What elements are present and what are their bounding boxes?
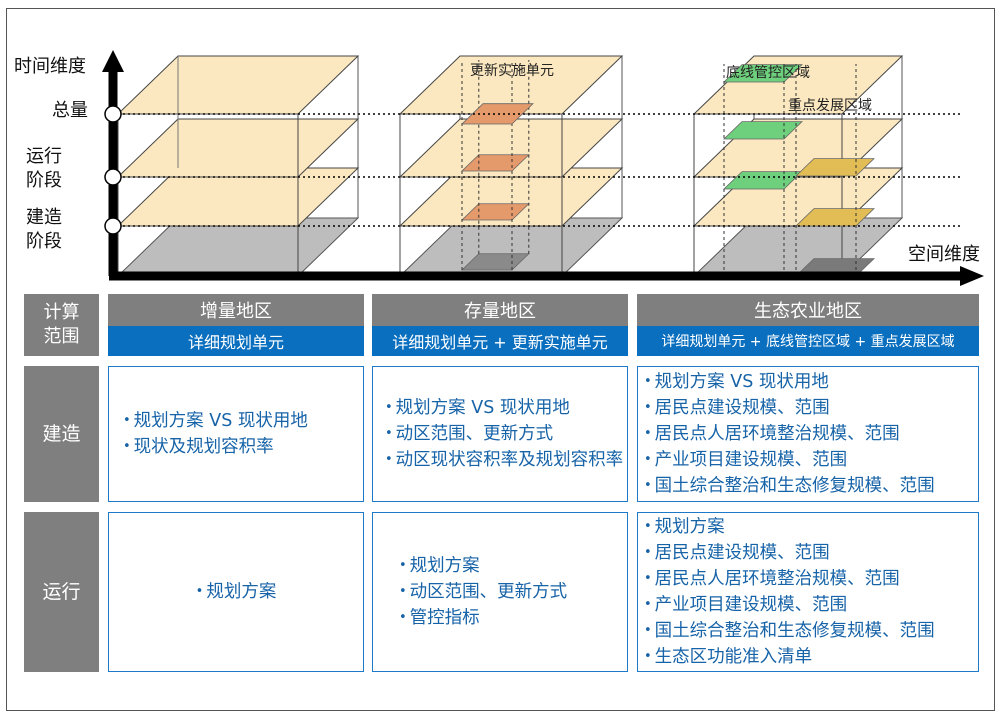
list-item: •规划方案 (399, 556, 480, 576)
cell-construction-incremental: •规划方案 VS 现状用地 •现状及规划容积率 (108, 366, 364, 502)
row-label-construction: 建造 (24, 366, 99, 502)
list-item: •居民点建设规模、范围 (644, 398, 830, 418)
list-item: •规划方案 (644, 517, 725, 537)
list-item: •规划方案 VS 现状用地 (123, 411, 308, 431)
cell-operation-stock: •规划方案 •动区范围、更新方式 •管控指标 (372, 512, 628, 672)
list-item: •居民点人居环境整治规模、范围 (644, 569, 900, 589)
level-total-label: 总量 (52, 100, 88, 121)
layer-plane (116, 55, 360, 115)
redline-patch (723, 121, 803, 140)
corner-header: 计算范围 (24, 294, 99, 356)
redline-area-label: 底线管控区域 (726, 65, 810, 81)
level-operation-label: 运行阶段 (26, 146, 62, 191)
level-marker-icon (104, 217, 122, 235)
list-item: •产业项目建设规模、范围 (644, 595, 848, 615)
list-item: •居民点建设规模、范围 (644, 543, 830, 563)
space-axis-arrow-icon (960, 266, 984, 286)
cell-construction-stock: •规划方案 VS 现状用地 •动区范围、更新方式 •动区现状容积率及规划容积率 (372, 366, 628, 502)
time-axis-arrow-icon (102, 50, 124, 72)
level-marker-icon (104, 168, 122, 186)
list-item: •生态区功能准入清单 (644, 647, 813, 667)
figure-frame (6, 8, 995, 711)
level-construction-label: 建造阶段 (26, 207, 62, 252)
list-item: •动区范围、更新方式 (385, 424, 554, 444)
scope-eco-agri: 详细规划单元 + 底线管控区域 + 重点发展区域 (637, 326, 979, 356)
col-header-eco-agri: 生态农业地区 (637, 294, 979, 326)
col-header-stock: 存量地区 (372, 294, 628, 326)
list-item: •管控指标 (399, 608, 480, 628)
list-item: •规划方案 VS 现状用地 (644, 372, 829, 392)
cell-construction-eco-agri: •规划方案 VS 现状用地 •居民点建设规模、范围 •居民点人居环境整治规模、范围 •… (637, 366, 979, 502)
time-axis-label: 时间维度 (14, 56, 86, 77)
list-item: •现状及规划容积率 (123, 437, 274, 457)
redline-patch (723, 64, 803, 83)
cell-operation-eco-agri: •规划方案 •居民点建设规模、范围 •居民点人居环境整治规模、范围 •产业项目建设规模… (637, 512, 979, 672)
key-area-patch (795, 208, 875, 227)
key-area-label: 重点发展区域 (788, 98, 872, 114)
space-axis-label: 空间维度 (908, 244, 980, 265)
list-item: •国土综合整治和生态修复规模、范围 (644, 476, 935, 496)
list-item: •国土综合整治和生态修复规模、范围 (644, 621, 935, 641)
list-item: •规划方案 VS 现状用地 (385, 398, 570, 418)
list-item: •规划方案 (195, 582, 277, 602)
list-item: •居民点人居环境整治规模、范围 (644, 424, 900, 444)
space-time-diagram (102, 50, 984, 286)
list-item: •产业项目建设规模、范围 (644, 450, 848, 470)
col-header-incremental: 增量地区 (108, 294, 364, 326)
row-label-operation: 运行 (24, 512, 99, 672)
scope-incremental: 详细规划单元 (108, 326, 364, 356)
cell-operation-incremental: •规划方案 (108, 512, 364, 672)
update-unit-label: 更新实施单元 (470, 63, 554, 79)
list-item: •动区范围、更新方式 (399, 582, 568, 602)
level-marker-icon (104, 105, 122, 123)
key-area-patch (795, 158, 875, 177)
list-item: •动区现状容积率及规划容积率 (385, 450, 624, 470)
update-unit-patch (461, 103, 534, 125)
scope-stock: 详细规划单元 + 更新实施单元 (372, 326, 628, 356)
